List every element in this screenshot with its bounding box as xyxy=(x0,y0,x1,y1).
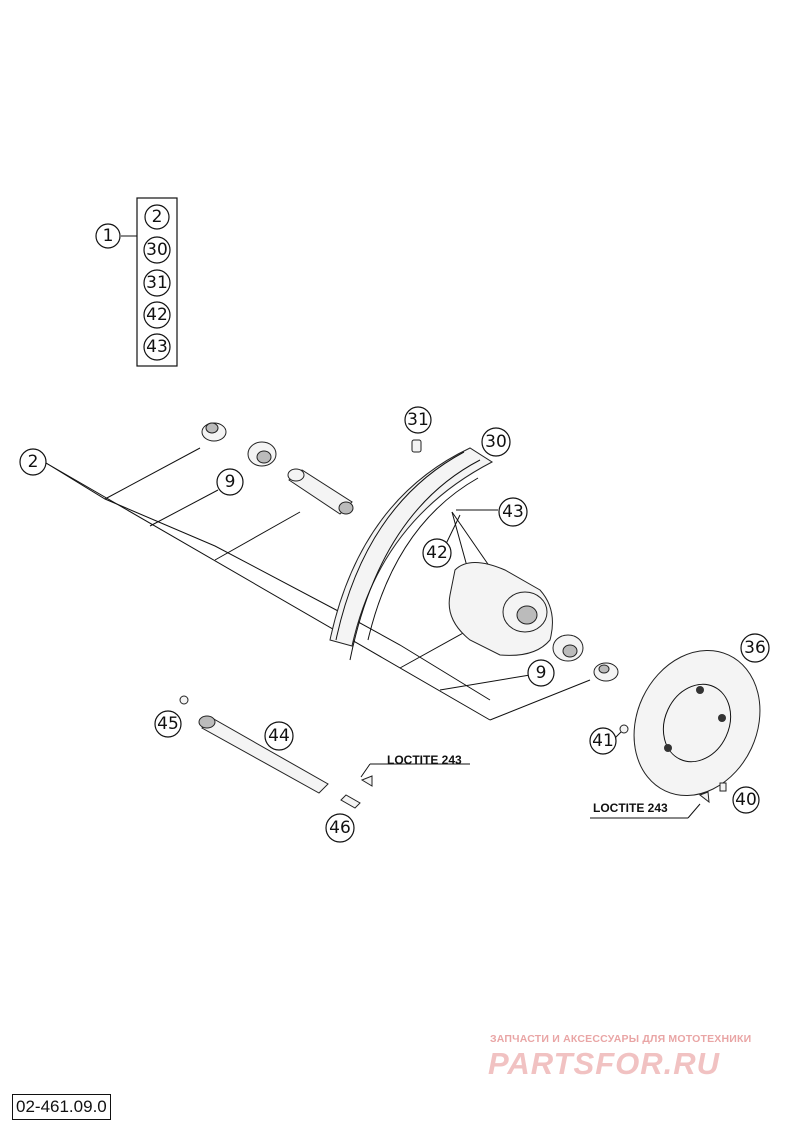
kit-member-callout: 43 xyxy=(146,337,168,357)
callout-43: 43 xyxy=(502,502,524,522)
callout-40: 40 xyxy=(735,790,757,810)
leader-lines xyxy=(45,447,701,819)
callout-45: 45 xyxy=(157,714,179,734)
callout-9-right: 9 xyxy=(536,663,547,683)
loctite-drop xyxy=(360,775,373,787)
bearing-left xyxy=(247,441,277,467)
kit-member-callout: 42 xyxy=(146,305,168,325)
screw-46 xyxy=(340,794,361,809)
watermark-subtitle: ЗАПЧАСТИ И АКСЕССУАРЫ ДЛЯ МОТОТЕХНИКИ xyxy=(490,1033,752,1045)
callout-44: 44 xyxy=(268,726,290,746)
callout-2: 2 xyxy=(28,452,39,472)
loctite-note-axle: LOCTITE 243 xyxy=(387,753,462,767)
screw-40 xyxy=(698,782,727,804)
callout-36: 36 xyxy=(744,638,766,658)
callout-30: 30 xyxy=(485,432,507,452)
kit-member-callout: 31 xyxy=(146,273,168,293)
nut-41 xyxy=(619,724,629,734)
kit-group: 1 2 30 31 42 43 xyxy=(95,197,178,367)
spacer-right xyxy=(593,662,619,682)
bearing-right xyxy=(552,634,584,662)
kit-member-callout: 30 xyxy=(146,240,168,260)
nipple-part xyxy=(411,439,422,453)
kit-main-callout: 1 xyxy=(103,226,114,246)
wheel-axle xyxy=(198,715,329,794)
spacer-left xyxy=(201,422,227,442)
brake-disc xyxy=(633,649,761,797)
callout-9-left: 9 xyxy=(225,472,236,492)
distance-sleeve xyxy=(287,468,354,515)
callout-31: 31 xyxy=(407,410,429,430)
wheel-rim xyxy=(329,447,494,661)
watermark-brand: PARTSFOR.RU xyxy=(488,1046,721,1081)
callout-42: 42 xyxy=(426,543,448,563)
callout-41: 41 xyxy=(592,731,614,751)
callouts: 2 9 31 30 43 42 9 36 41 40 45 44 46 xyxy=(19,406,770,843)
document-code: 02-461.09.0 xyxy=(12,1094,111,1120)
loctite-note-disc: LOCTITE 243 xyxy=(593,801,668,815)
small-nut xyxy=(179,695,189,705)
wheel-hub xyxy=(448,562,553,656)
kit-member-callout: 2 xyxy=(152,207,163,227)
callout-46: 46 xyxy=(329,818,351,838)
